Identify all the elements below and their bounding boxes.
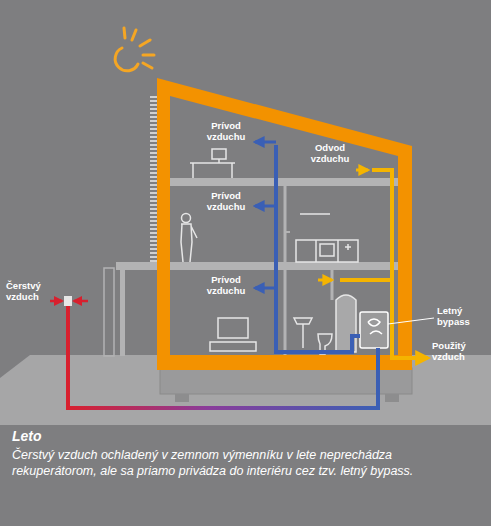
inner-wall [284,270,287,355]
inner-wall [331,270,334,300]
foundation-pier [175,394,189,402]
duct-label: Prívod vzduchu [207,190,246,212]
floor-slab [170,178,398,186]
foundation-pier [385,394,399,402]
exhaust-arrow [356,169,368,172]
house-wall [157,78,412,370]
person-figure [181,214,197,263]
title: Leto [12,428,42,444]
duct-label: Odvod vzduchu [311,142,350,164]
kitchen-unit [296,214,358,262]
air-intake-grill [64,296,72,306]
exhaust-duct [372,170,428,358]
duct-label: Prívod vzduchu [207,274,246,296]
heat-recovery-unit [360,312,388,348]
supply-arrow [255,141,276,144]
exhaust-arrow [318,279,332,282]
fresh-air-arrow [50,300,62,303]
bathroom-fixtures [294,318,332,354]
exhaust-duct [340,278,392,282]
tv-stand [210,318,256,351]
leader-line [388,318,434,324]
window-shutter [150,96,157,262]
fresh-air-arrow [74,300,88,303]
sun-symbol [115,28,154,71]
foundation [160,368,412,394]
railing [104,268,114,356]
duct-label: Použitý vzduch [432,340,466,362]
supply-duct [276,145,360,352]
floor-slab [170,262,398,270]
duct-label: Prívod vzduchu [207,120,246,142]
supply-arrow [255,205,276,208]
desk-computer [190,149,235,178]
ground-heat-exchanger-pipe [68,306,378,408]
duct-label: Čerstvý vzduch [6,280,41,302]
inner-wall [284,186,287,262]
terrace-column [120,270,125,356]
house-interior [170,96,398,355]
duct-label: Letný bypass [437,305,470,327]
inner-wall [285,231,290,233]
supply-arrow [255,287,276,290]
caption: Čerstvý vzduch ochladený v zemnom výmenn… [12,447,457,479]
